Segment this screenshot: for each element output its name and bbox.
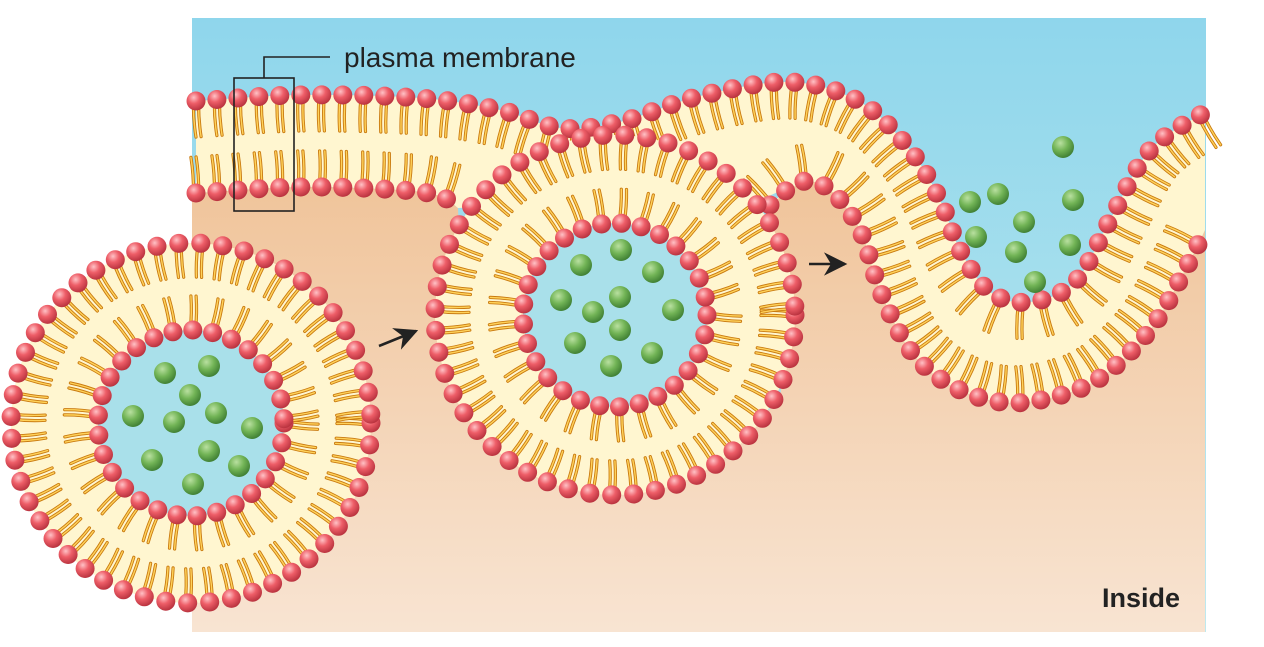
membrane-label: plasma membrane: [344, 42, 576, 73]
inside-label: Inside: [1102, 583, 1180, 613]
released-vesicle: [1, 233, 381, 613]
cargo-molecules: [122, 136, 1084, 495]
membrane-callout-line: [263, 56, 330, 78]
budding-vesicle: [425, 125, 805, 505]
arrow-right-icon: [378, 328, 419, 350]
plasma-membrane: [186, 72, 1223, 413]
